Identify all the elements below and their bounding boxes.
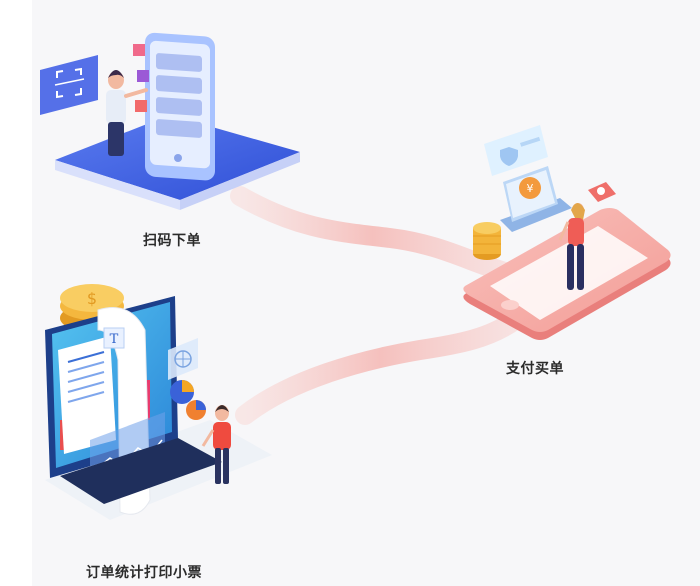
scan-frame-icon bbox=[40, 55, 98, 115]
step-label-print-receipt: 订单统计打印小票 bbox=[86, 565, 202, 581]
print-receipt-illustration: $ T bbox=[45, 284, 272, 520]
connector-scan-to-pay bbox=[230, 186, 515, 282]
svg-text:¥: ¥ bbox=[527, 182, 534, 195]
connector-pay-to-print bbox=[235, 310, 525, 425]
yuan-coin-icon: ¥ bbox=[519, 177, 541, 199]
step-label-scan-order: 扫码下单 bbox=[143, 233, 201, 249]
text-t-icon: T bbox=[103, 327, 125, 349]
scan-order-illustration bbox=[40, 32, 300, 210]
shield-icon bbox=[484, 125, 548, 176]
svg-text:T: T bbox=[110, 332, 119, 347]
step-label-pay: 支付买单 bbox=[506, 361, 564, 377]
globe-icon bbox=[168, 338, 198, 380]
coin-stack bbox=[473, 222, 501, 260]
pay-illustration: ¥ bbox=[463, 125, 671, 340]
svg-text:$: $ bbox=[87, 289, 97, 308]
